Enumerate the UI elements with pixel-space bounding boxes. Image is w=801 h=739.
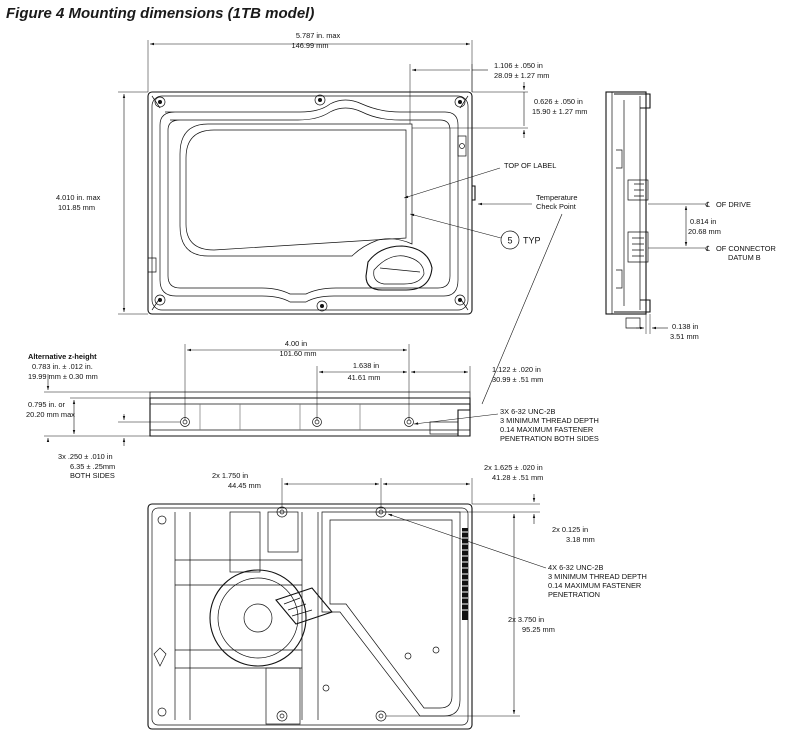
cl-connector: OF CONNECTOR — [716, 244, 776, 253]
end-view-dimensions: ℄ OF DRIVE ℄ OF CONNECTOR DATUM B 0.814 … — [636, 200, 776, 341]
top-view — [147, 91, 476, 315]
overall-length-in: 5.787 in. max — [296, 31, 341, 40]
top-view-dimensions: 5.787 in. max 146.99 mm 4.010 in. max 10… — [56, 31, 587, 405]
side-view-holes — [180, 417, 414, 427]
bottom-view-holes — [276, 506, 387, 722]
side-end-offset-in: 1.122 ± .020 in — [492, 365, 541, 374]
side-thread-line1: 3X 6-32 UNC-2B — [500, 407, 556, 416]
edge-offset-mm: 3.51 mm — [670, 332, 699, 341]
max-height-in: 0.795 in. or — [28, 400, 66, 409]
label-area — [179, 123, 413, 257]
side-thread-line3: 0.14 MAXIMUM FASTENER — [500, 425, 593, 434]
side-thread-line2: 3 MINIMUM THREAD DEPTH — [500, 416, 599, 425]
temperature-label-line1: Temperature — [536, 193, 578, 202]
bottom-hole-pitch-mm: 95.25 mm — [522, 625, 555, 634]
label-offset-2-in: 0.626 ± .050 in — [534, 97, 583, 106]
svg-text:℄: ℄ — [705, 200, 710, 209]
end-view-outline — [605, 91, 647, 315]
bottom-hole-spacing-in: 2x 1.750 in — [212, 471, 248, 480]
power-connector — [627, 179, 649, 201]
bottom-view — [147, 503, 473, 730]
side-hole-offset-mm: 41.61 mm — [348, 373, 381, 382]
hole-height-note: BOTH SIDES — [70, 471, 115, 480]
bottom-edge-offset-in: 2x 0.125 in — [552, 525, 588, 534]
centerline-offset-mm: 20.68 mm — [688, 227, 721, 236]
side-view-dimensions: 4.00 in 101.60 mm 1.638 in 41.61 mm 1.12… — [26, 339, 599, 480]
side-thread-line4: PENETRATION BOTH SIDES — [500, 434, 599, 443]
temperature-label-line2: Check Point — [536, 202, 576, 211]
side-hole-spacing-mm: 101.60 mm — [280, 349, 317, 358]
side-hole-spacing-in: 4.00 in — [285, 339, 307, 348]
bottom-hole-offset-mm: 41.28 ± .51 mm — [492, 473, 543, 482]
bottom-hole-pitch-in: 2x 3.750 in — [508, 615, 544, 624]
bottom-edge-offset-mm: 3.18 mm — [566, 535, 595, 544]
label-offset-1-mm: 28.09 ± 1.27 mm — [494, 71, 549, 80]
actuator-pad — [365, 245, 433, 291]
svg-text:℄: ℄ — [705, 244, 710, 253]
top-of-label: TOP OF LABEL — [504, 161, 556, 170]
label-offset-1-in: 1.106 ± .050 in — [494, 61, 543, 70]
side-hole-offset-in: 1.638 in — [353, 361, 379, 370]
data-connector — [627, 231, 649, 263]
alt-height-in: 0.783 in. ± .012 in. — [32, 362, 93, 371]
bottom-thread-line1: 4X 6-32 UNC-2B — [548, 563, 604, 572]
end-view — [605, 91, 651, 329]
centerline-offset-in: 0.814 in — [690, 217, 716, 226]
overall-length-mm: 146.99 mm — [292, 41, 329, 50]
top-view-screws — [154, 94, 466, 312]
pcb-outline — [321, 511, 461, 717]
temperature-check-point — [472, 185, 476, 201]
side-end-offset-mm: 30.99 ± .51 mm — [492, 375, 543, 384]
bottom-hole-spacing-mm: 44.45 mm — [228, 481, 261, 490]
alt-height-title: Alternative z-height — [28, 352, 97, 361]
datum-b: DATUM B — [728, 253, 761, 262]
side-view — [149, 391, 471, 437]
bottom-view-dimensions: 2x 1.750 in 44.45 mm 2x 1.625 ± .020 in … — [212, 463, 647, 717]
hole-height-mm: 6.35 ± .25mm — [70, 462, 115, 471]
bottom-thread-line4: PENETRATION — [548, 590, 600, 599]
top-view-outline — [147, 91, 473, 315]
spindle-motor — [209, 569, 307, 667]
edge-offset-in: 0.138 in — [672, 322, 698, 331]
bottom-view-outline — [147, 503, 473, 730]
overall-width-in: 4.010 in. max — [56, 193, 101, 202]
cl-drive: OF DRIVE — [716, 200, 751, 209]
bottom-hole-offset-in: 2x 1.625 ± .020 in — [484, 463, 543, 472]
bottom-thread-line3: 0.14 MAXIMUM FASTENER — [548, 581, 641, 590]
hole-height-in: 3x .250 ± .010 in — [58, 452, 113, 461]
figure-title: Figure 4 Mounting dimensions (1TB model) — [6, 5, 315, 22]
max-height-mm: 20.20 mm max — [26, 410, 75, 419]
overall-width-mm: 101.85 mm — [58, 203, 95, 212]
callout-number: 5 — [507, 236, 512, 246]
callout-suffix: TYP — [523, 236, 541, 246]
side-view-outline — [149, 397, 471, 437]
bottom-thread-line2: 3 MINIMUM THREAD DEPTH — [548, 572, 647, 581]
alt-height-mm: 19.99 mm ± 0.30 mm — [28, 372, 98, 381]
callout-circle — [500, 230, 520, 250]
label-offset-2-mm: 15.90 ± 1.27 mm — [532, 107, 587, 116]
